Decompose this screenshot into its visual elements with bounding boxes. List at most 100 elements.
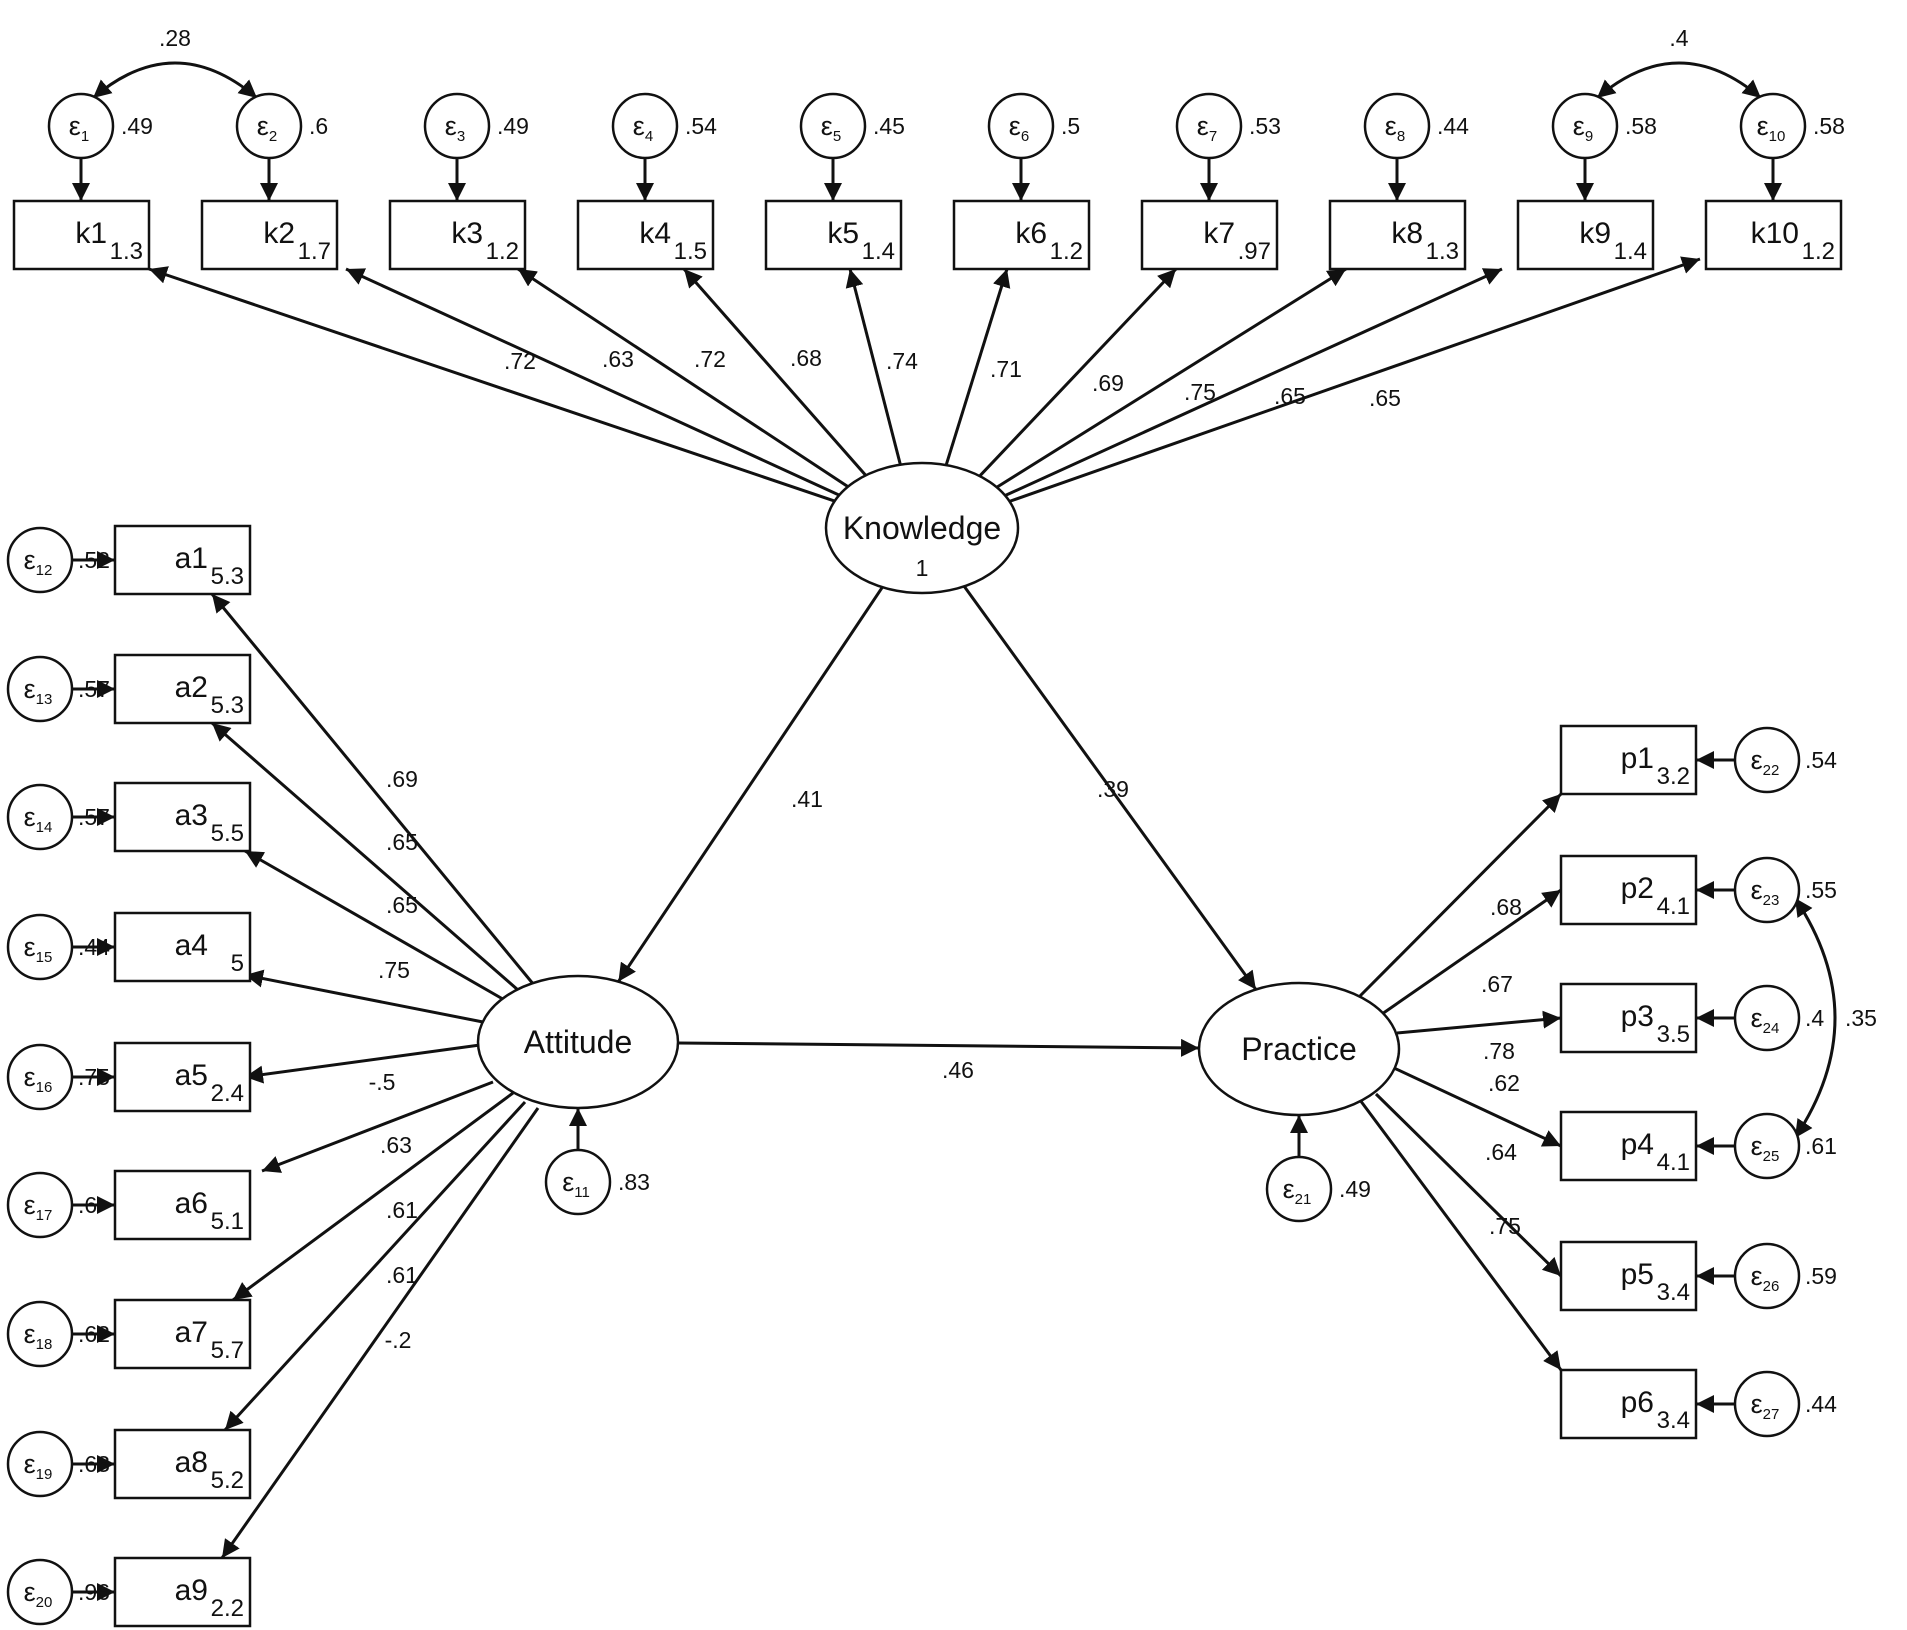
indicator-k2-name: k2 (263, 217, 295, 250)
loading-k5 (845, 268, 902, 466)
indicator-p3 (1559, 982, 1698, 1054)
error-e27-variance: .44 (1805, 1391, 1837, 1417)
indicator-a5-intercept: 2.4 (211, 1080, 244, 1107)
loading-k7-value: .69 (1092, 370, 1124, 396)
indicator-a8 (113, 1428, 252, 1500)
error-e3-circle (423, 92, 491, 160)
covariance-k1-k2 (92, 61, 258, 100)
latent-practice-label: Practice (1241, 1031, 1357, 1067)
loading-p5 (1374, 1092, 1563, 1278)
error-e5-label: ε5 (821, 111, 841, 145)
loading-k7 (978, 267, 1178, 478)
loading-p3 (1396, 1010, 1562, 1035)
error-e25-circle (1733, 1112, 1801, 1180)
error-e18-circle (6, 1300, 74, 1368)
error-e15-circle (6, 913, 74, 981)
loading-a6-value: .63 (380, 1132, 412, 1158)
latent-knowledge (824, 461, 1020, 595)
error-e15-label: ε15 (24, 932, 53, 966)
error-e12-variance: .52 (78, 547, 110, 573)
loading-k8 (996, 267, 1347, 489)
error-e16-circle (6, 1043, 74, 1111)
error-e23-circle (1733, 856, 1801, 924)
error-e6-label: ε6 (1009, 111, 1029, 145)
indicator-a7-intercept: 5.7 (211, 1337, 244, 1364)
indicator-a1-intercept: 5.3 (211, 563, 244, 590)
indicator-a9-intercept: 2.2 (211, 1595, 244, 1622)
indicator-k7 (1140, 199, 1279, 271)
indicator-k9-intercept: 1.4 (1614, 238, 1647, 265)
indicator-p3-intercept: 3.5 (1657, 1021, 1690, 1048)
indicator-a1 (113, 524, 252, 596)
error-e9-variance: .58 (1625, 113, 1657, 139)
error-e21-circle (1265, 1155, 1333, 1223)
indicator-p5-intercept: 3.4 (1657, 1279, 1690, 1306)
error-e7-label: ε7 (1197, 111, 1217, 145)
error-e8-label: ε8 (1385, 111, 1405, 145)
indicator-k9 (1516, 199, 1655, 271)
error-e14-variance: .57 (78, 804, 110, 830)
error-e17-variance: .6 (78, 1192, 97, 1218)
loading-k3 (517, 267, 849, 488)
loading-a4-value: .75 (378, 957, 410, 983)
error-e9-circle (1551, 92, 1619, 160)
indicator-k8-intercept: 1.3 (1426, 238, 1459, 265)
indicator-a2-name: a2 (175, 671, 208, 704)
loading-p5-value: .64 (1485, 1139, 1517, 1165)
error-e6-variance: .5 (1061, 113, 1080, 139)
loading-p6-value: .75 (1489, 1213, 1521, 1239)
error-e10-circle (1739, 92, 1807, 160)
error-e13-label: ε13 (24, 674, 53, 708)
error-e19-circle (6, 1430, 74, 1498)
loading-p3-value: .78 (1483, 1038, 1515, 1064)
indicator-a2 (113, 653, 252, 725)
indicator-a6 (113, 1169, 252, 1241)
indicator-a8-intercept: 5.2 (211, 1467, 244, 1494)
error-e18-label: ε18 (24, 1319, 53, 1353)
error-e9-label: ε9 (1573, 111, 1593, 145)
loading-k5-value: .74 (886, 348, 918, 374)
indicator-k4-name: k4 (639, 217, 671, 250)
indicator-a7 (113, 1298, 252, 1370)
indicator-k1-intercept: 1.3 (110, 238, 143, 265)
loading-k6 (944, 268, 1011, 466)
error-e24-variance: .4 (1805, 1005, 1824, 1031)
indicator-p6 (1559, 1368, 1698, 1440)
loading-a2-value: .65 (386, 829, 418, 855)
indicator-a4-name: a4 (175, 929, 208, 962)
indicator-k5-intercept: 1.4 (862, 238, 895, 265)
indicator-k4 (576, 199, 715, 271)
loading-a7 (232, 1091, 514, 1302)
indicator-p5-name: p5 (1621, 1258, 1654, 1291)
loading-k10 (1009, 256, 1701, 503)
indicator-k5-name: k5 (827, 217, 859, 250)
covariance-k9-k10 (1596, 61, 1762, 100)
error-e8-circle (1363, 92, 1431, 160)
covariance-p2-p4 (1793, 897, 1837, 1139)
error-e4-circle (611, 92, 679, 160)
error-e6-circle (987, 92, 1055, 160)
error-e7-variance: .53 (1249, 113, 1281, 139)
error-e11-circle (544, 1148, 612, 1216)
error-e4-label: ε4 (633, 111, 653, 145)
indicator-k10-name: k10 (1751, 217, 1799, 250)
error-e27-label: ε27 (1751, 1389, 1780, 1423)
latent-knowledge-label: Knowledge (843, 510, 1001, 546)
error-e24-label: ε24 (1751, 1003, 1780, 1037)
loading-p2-value: .67 (1481, 971, 1513, 997)
indicator-k2-intercept: 1.7 (298, 238, 331, 265)
error-e26-circle (1733, 1242, 1801, 1310)
loading-a5-value: -.5 (369, 1069, 396, 1095)
error-e16-label: ε16 (24, 1062, 53, 1096)
indicator-a4-intercept: 5 (231, 950, 244, 977)
loading-a9 (220, 1107, 540, 1559)
error-e2-label: ε2 (257, 111, 277, 145)
loading-k3-value: .72 (694, 346, 726, 372)
error-e5-circle (799, 92, 867, 160)
error-e25-label: ε25 (1751, 1131, 1780, 1165)
error-e14-label: ε14 (24, 802, 53, 836)
indicator-p1-intercept: 3.2 (1657, 763, 1690, 790)
indicator-k10 (1704, 199, 1843, 271)
indicator-p1-name: p1 (1621, 742, 1654, 775)
